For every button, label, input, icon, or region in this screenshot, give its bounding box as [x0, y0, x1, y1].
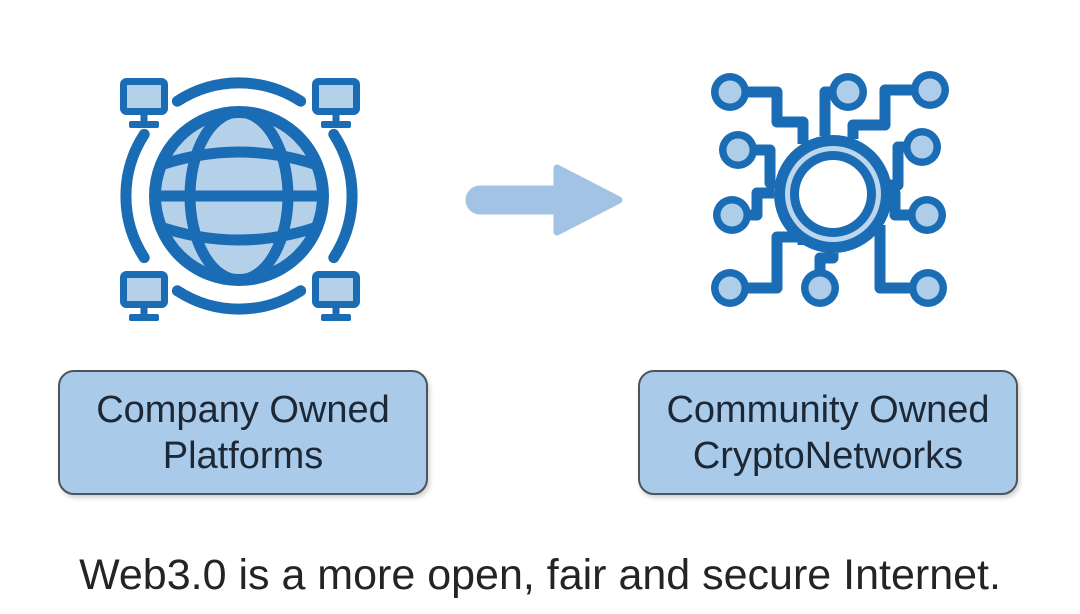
community-owned-label: Community Owned CryptoNetworks: [638, 370, 1018, 495]
network-node: [801, 269, 839, 307]
computer-monitor-icon: [120, 78, 168, 128]
label-line: Community Owned: [666, 388, 990, 431]
network-node: [911, 71, 949, 109]
network-node: [908, 196, 946, 234]
network-node: [719, 131, 757, 169]
label-line: Platforms: [162, 434, 324, 477]
globe-icon: [149, 106, 329, 286]
network-node: [713, 196, 751, 234]
caption-text: Web3.0 is a more open, fair and secure I…: [79, 551, 1001, 599]
computer-monitor-icon: [312, 271, 360, 321]
central-ring: [774, 135, 892, 253]
network-node: [711, 269, 749, 307]
network-nodes: [711, 71, 949, 307]
globe-network-icon: [120, 77, 360, 321]
network-node: [903, 128, 941, 166]
network-node: [711, 73, 749, 111]
orbit-arcs: [120, 77, 358, 315]
network-node: [909, 269, 947, 307]
company-owned-label: Company Owned Platforms: [58, 370, 428, 495]
label-line: Company Owned: [96, 388, 390, 431]
decentralized-network-icon: [711, 71, 949, 307]
computer-monitor-icon: [312, 78, 360, 128]
computer-monitor-icon: [120, 271, 168, 321]
label-line: CryptoNetworks: [692, 434, 964, 477]
network-node: [829, 73, 867, 111]
arrow-right-icon: [465, 164, 623, 236]
